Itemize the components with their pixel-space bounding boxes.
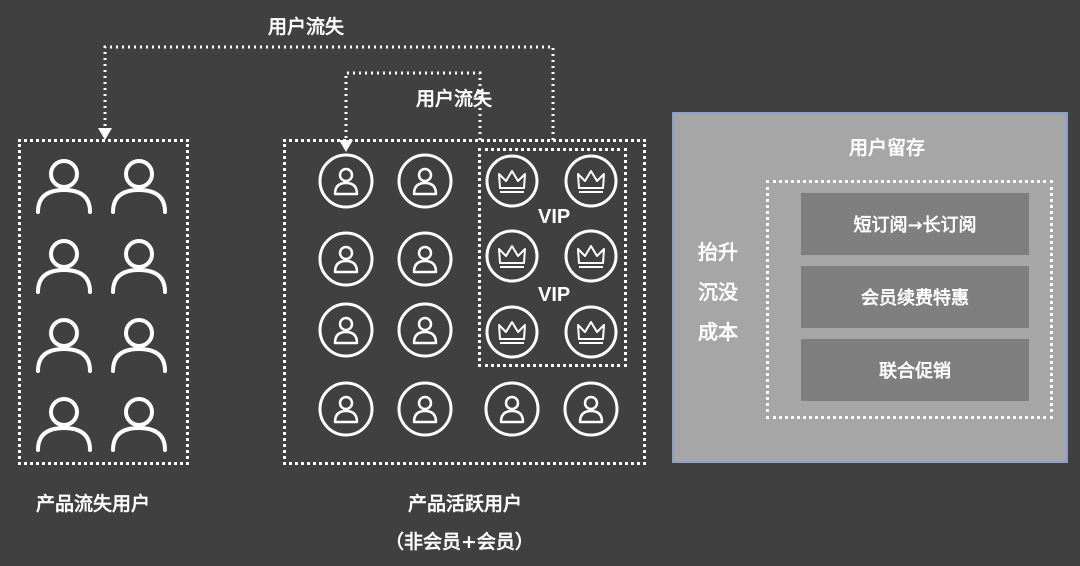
side-label-line-3: 成本 bbox=[698, 320, 738, 344]
retention-title: 用户留存 bbox=[849, 137, 926, 159]
churned-user-icon-0-0 bbox=[36, 159, 92, 214]
active-user-icon-5 bbox=[397, 302, 453, 358]
churned-user-icon-2-1 bbox=[111, 318, 167, 373]
side-label-line-1: 抬升 bbox=[698, 240, 738, 264]
vip-crown-icon-3 bbox=[564, 229, 618, 283]
vip-crown-icon-0 bbox=[485, 154, 539, 208]
active-users-subcaption: （非会员+会员） bbox=[385, 531, 534, 553]
strategy-renewal-discount: 会员续费特惠 bbox=[801, 266, 1029, 328]
outer-churn-arrow-line bbox=[103, 45, 555, 140]
churned-user-icon-3-0 bbox=[36, 397, 92, 452]
vip-label-2: VIP bbox=[538, 284, 571, 306]
active-users-caption: 产品活跃用户 bbox=[408, 493, 523, 515]
active-user-icon-3 bbox=[397, 231, 453, 287]
active-user-icon-4 bbox=[318, 302, 374, 358]
active-user-icon-7 bbox=[397, 381, 453, 437]
vip-crown-icon-4 bbox=[485, 305, 539, 359]
active-user-icon-6 bbox=[318, 381, 374, 437]
active-user-icon-1 bbox=[397, 153, 453, 209]
active-user-icon-8 bbox=[484, 381, 540, 437]
user-icons bbox=[36, 153, 619, 452]
side-label-line-2: 沉没 bbox=[698, 280, 738, 304]
churned-users-box bbox=[18, 139, 189, 465]
active-user-icon-2 bbox=[318, 231, 374, 287]
vip-crown-icon-2 bbox=[485, 229, 539, 283]
vip-crown-icon-1 bbox=[564, 154, 618, 208]
inner-churn-arrowhead bbox=[339, 140, 353, 152]
vip-crown-icon-5 bbox=[564, 305, 618, 359]
strategy-joint-promotion: 联合促销 bbox=[801, 339, 1029, 401]
active-user-icon-9 bbox=[563, 381, 619, 437]
churned-user-icon-0-1 bbox=[111, 159, 167, 214]
churned-user-icon-1-1 bbox=[111, 239, 167, 294]
active-user-icon-0 bbox=[318, 153, 374, 209]
churned-users-caption: 产品流失用户 bbox=[36, 493, 151, 515]
churn-connectors bbox=[98, 45, 555, 152]
outer-churn-arrowhead bbox=[98, 128, 112, 140]
churned-user-icon-3-1 bbox=[111, 397, 167, 452]
churned-user-icon-1-0 bbox=[36, 239, 92, 294]
inner-churn-label: 用户流失 bbox=[416, 88, 493, 110]
vip-members-box bbox=[478, 148, 627, 367]
churned-user-icon-2-0 bbox=[36, 318, 92, 373]
active-users-box bbox=[283, 139, 646, 465]
inner-churn-arrow-line bbox=[344, 71, 482, 140]
strategy-long-subscription: 短订阅→长订阅 bbox=[801, 193, 1029, 255]
retention-strategies-box bbox=[766, 180, 1053, 419]
top-churn-label: 用户流失 bbox=[268, 16, 345, 38]
vip-label-1: VIP bbox=[538, 206, 571, 228]
